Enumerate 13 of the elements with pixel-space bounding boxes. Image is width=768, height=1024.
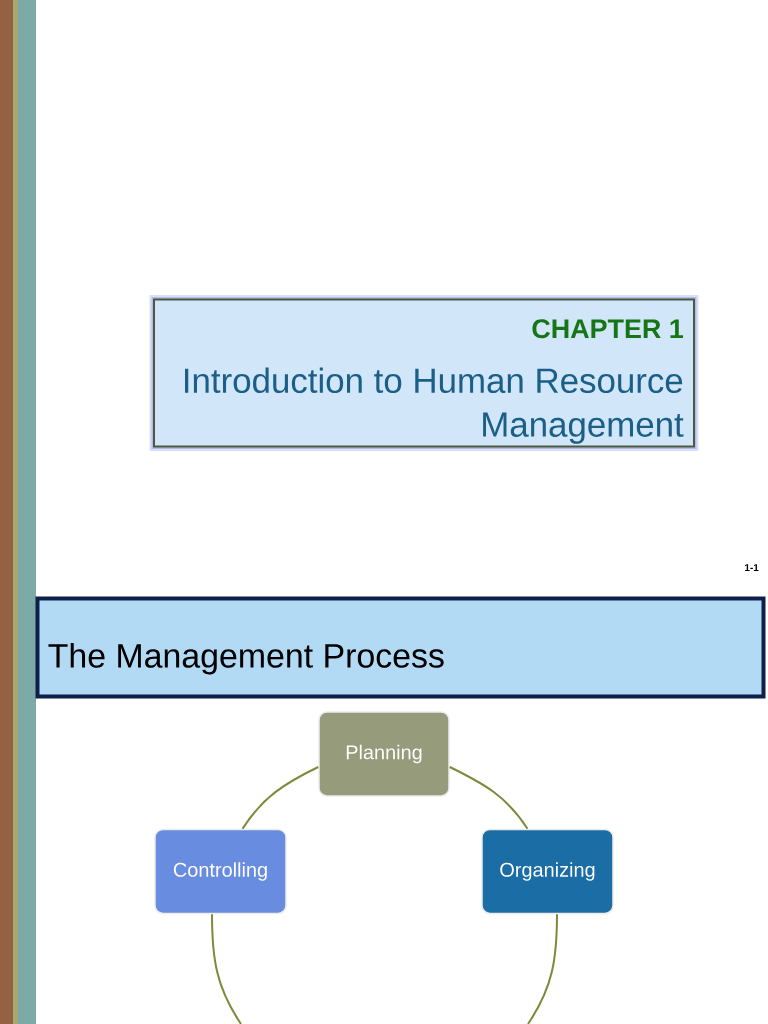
process-box: Organizing [481, 828, 614, 915]
slide-number: 1-1 [745, 564, 759, 571]
connector-arc [211, 913, 242, 1024]
connector-arc [241, 766, 320, 830]
process-box: Planning [318, 711, 450, 797]
title-text: Introduction to Human Resource Management [185, 367, 684, 444]
connector-arc [448, 766, 529, 830]
connector-arc [527, 913, 558, 1024]
header-band [35, 596, 766, 699]
heading-text: The Management Process [48, 642, 444, 675]
title-box [149, 295, 699, 451]
chapter-heading: CHAPTER 1 [532, 319, 683, 339]
process-box: Controlling [154, 828, 287, 915]
